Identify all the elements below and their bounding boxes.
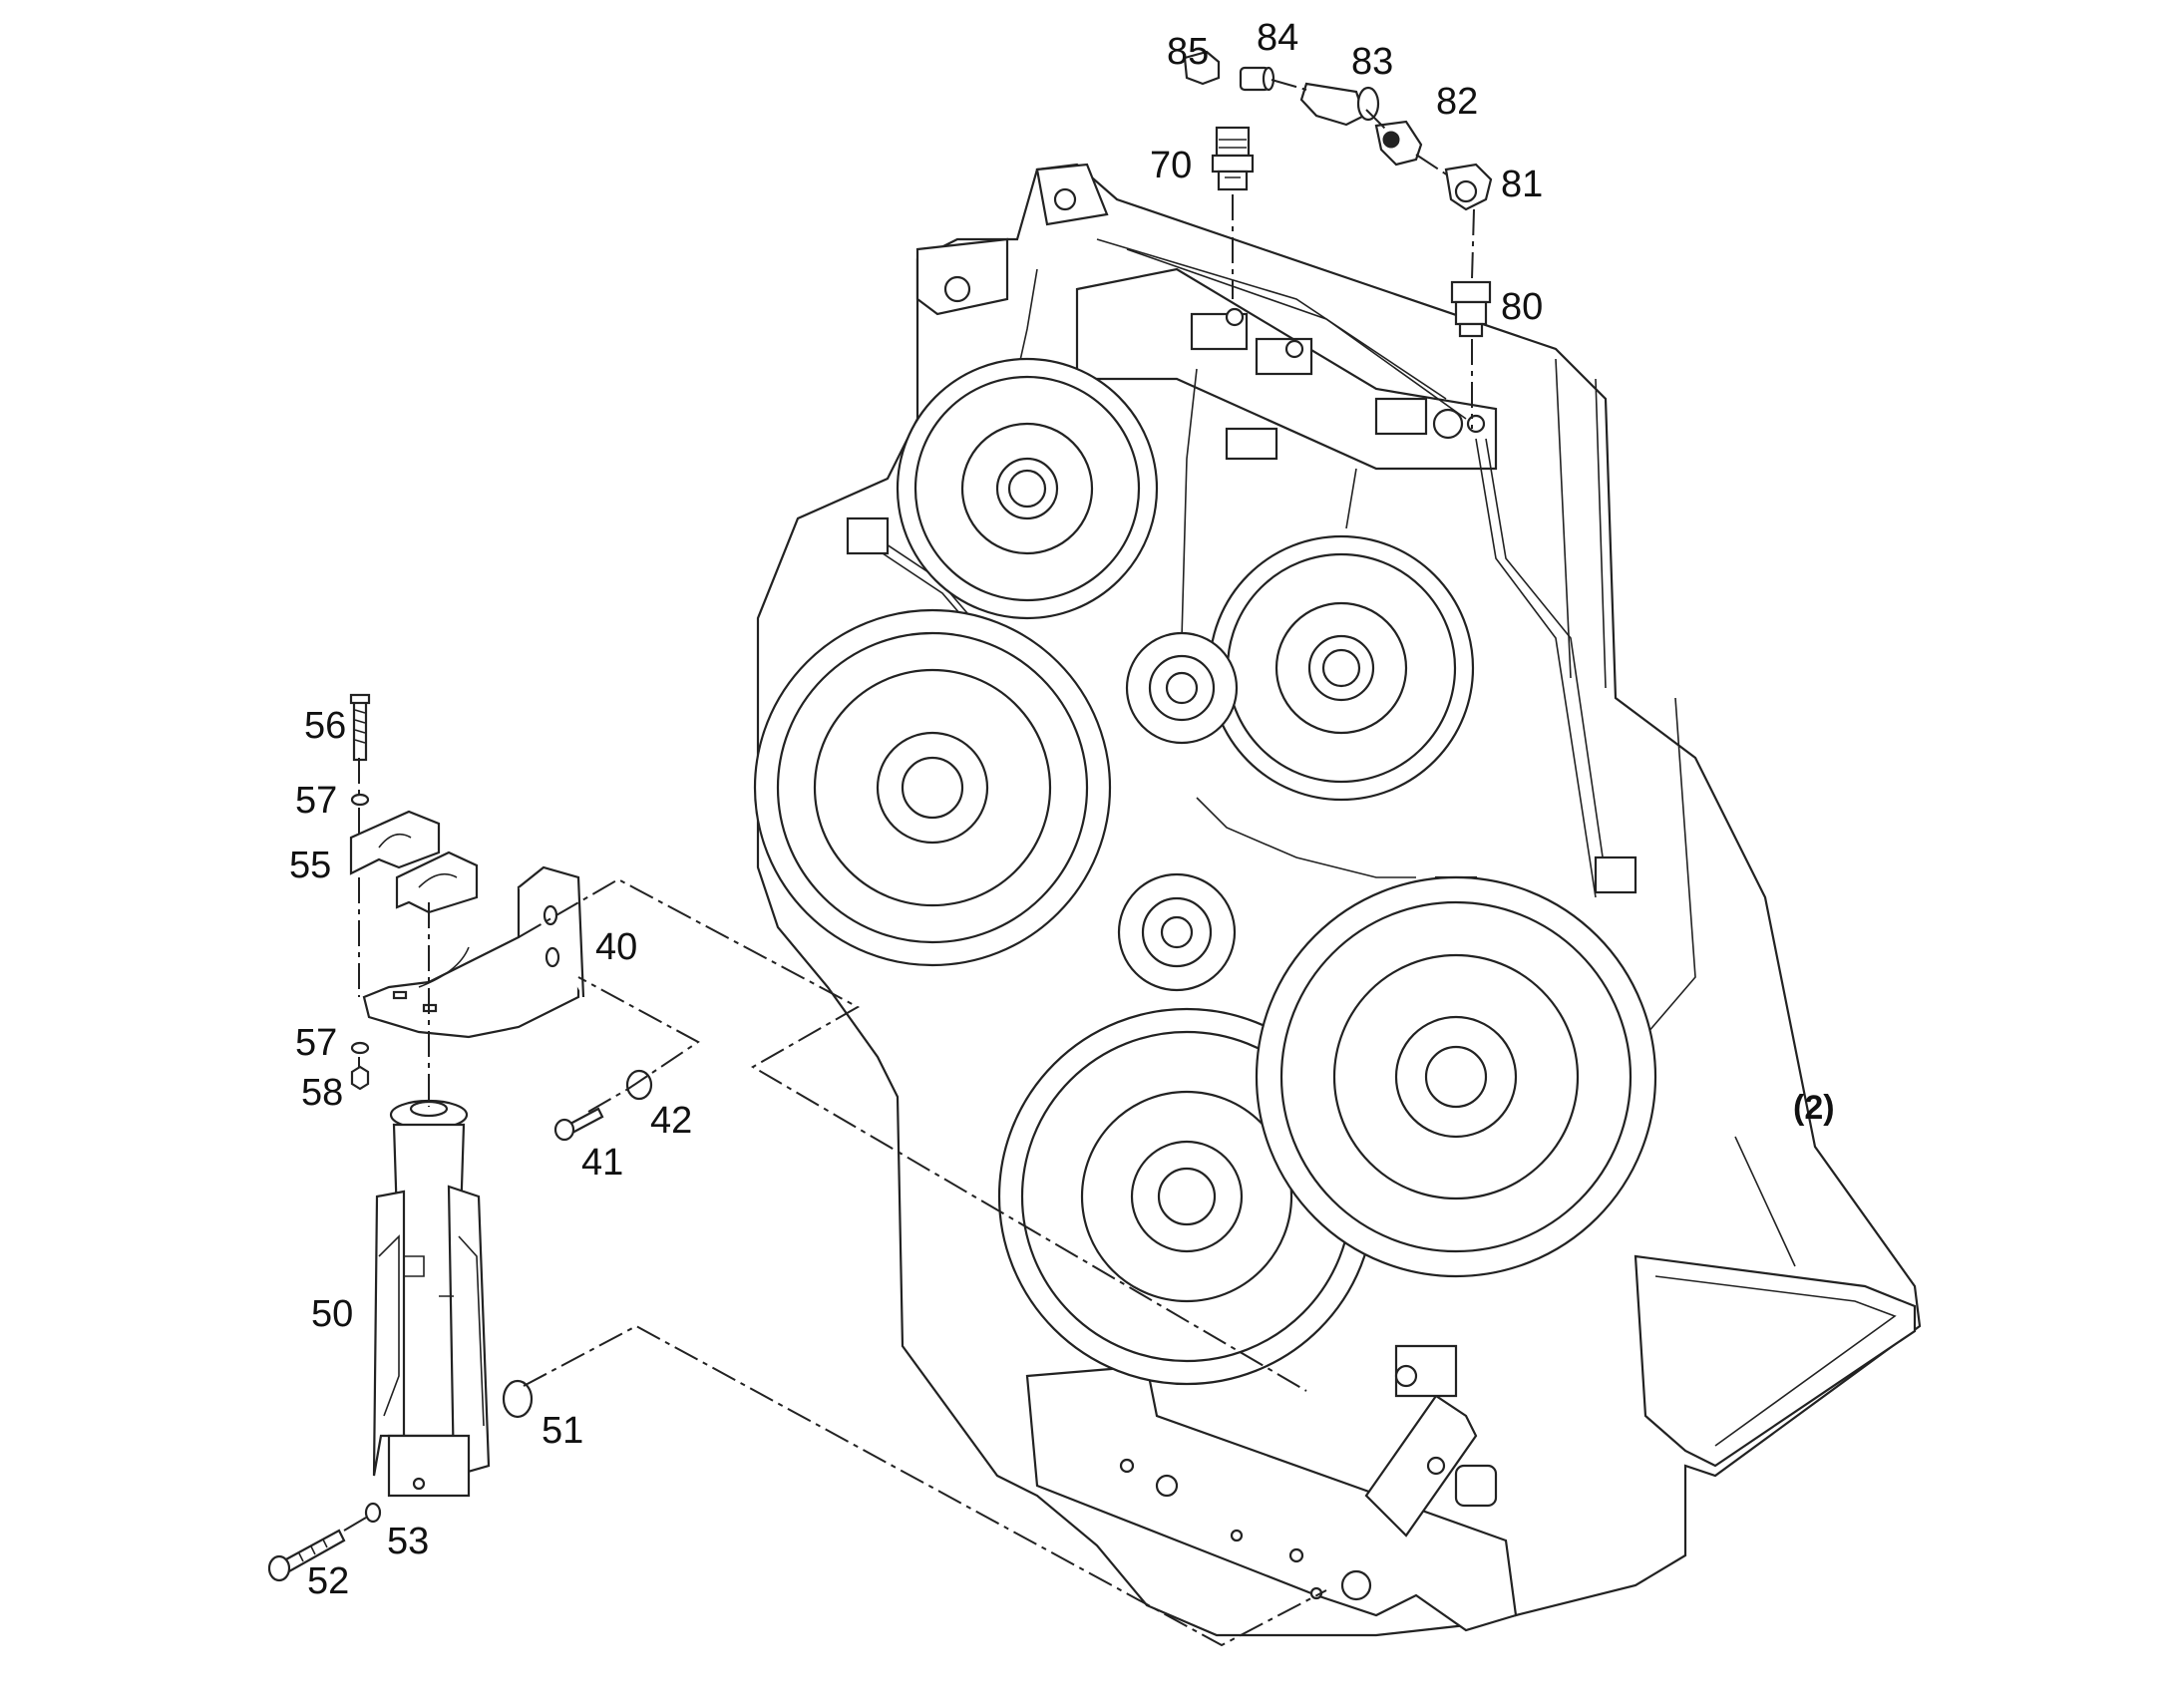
nut-58 — [350, 1065, 370, 1091]
label-52: 52 — [307, 1560, 349, 1602]
right-large-cover — [1255, 875, 1657, 1278]
label-57-lower: 57 — [295, 1022, 337, 1064]
top-right-cover — [1208, 534, 1475, 802]
bracket-40 — [362, 865, 585, 1039]
left-large-cover — [753, 608, 1112, 967]
label-70: 70 — [1150, 145, 1192, 186]
label-50: 50 — [311, 1293, 353, 1335]
guide-line-to-housing-lower — [523, 1324, 1327, 1647]
bolt-41 — [553, 1107, 604, 1142]
label-53: 53 — [387, 1521, 429, 1562]
centerline-84-81 — [1271, 79, 1475, 280]
top-left-cover — [896, 357, 1159, 620]
label-51: 51 — [542, 1410, 583, 1452]
middle-flange-lower — [1117, 872, 1237, 992]
fitting-85 — [1183, 50, 1221, 86]
guide-line-to-housing-upper — [518, 877, 1307, 1392]
label-80: 80 — [1501, 286, 1543, 328]
label-55: 55 — [289, 845, 331, 886]
washer-42 — [625, 1069, 653, 1101]
leg-50 — [372, 1099, 491, 1498]
label-42: 42 — [650, 1100, 692, 1142]
label-40: 40 — [595, 926, 637, 968]
guide-line-bolt-52 — [343, 1517, 367, 1532]
fitting-70 — [1211, 126, 1255, 191]
fitting-82 — [1374, 120, 1423, 167]
label-81: 81 — [1501, 164, 1543, 205]
label-57-upper: 57 — [295, 780, 337, 822]
fitting-83 — [1299, 82, 1380, 127]
label-85: 85 — [1167, 31, 1209, 73]
label-82: 82 — [1436, 81, 1478, 123]
housing-lower-bracket — [1364, 1344, 1498, 1537]
fitting-84 — [1239, 66, 1275, 92]
bolt-56 — [349, 693, 371, 762]
ring-51 — [502, 1379, 534, 1419]
label-58: 58 — [301, 1072, 343, 1114]
label-83: 83 — [1351, 41, 1393, 83]
bolt-52 — [267, 1529, 346, 1582]
clamp-55 — [349, 810, 479, 914]
washer-57-lower — [350, 1041, 370, 1055]
label-84: 84 — [1257, 17, 1298, 59]
guide-line-bracket — [358, 758, 430, 1107]
washer-57-upper — [350, 793, 370, 807]
label-56: 56 — [304, 705, 346, 747]
view-reference: (2) — [1793, 1089, 1835, 1127]
washer-53 — [364, 1502, 382, 1524]
guide-line-bolt-41 — [577, 976, 700, 1113]
fitting-81 — [1444, 163, 1493, 211]
label-41: 41 — [581, 1142, 623, 1184]
fitting-80 — [1450, 280, 1492, 338]
middle-flange-upper — [1125, 631, 1239, 745]
